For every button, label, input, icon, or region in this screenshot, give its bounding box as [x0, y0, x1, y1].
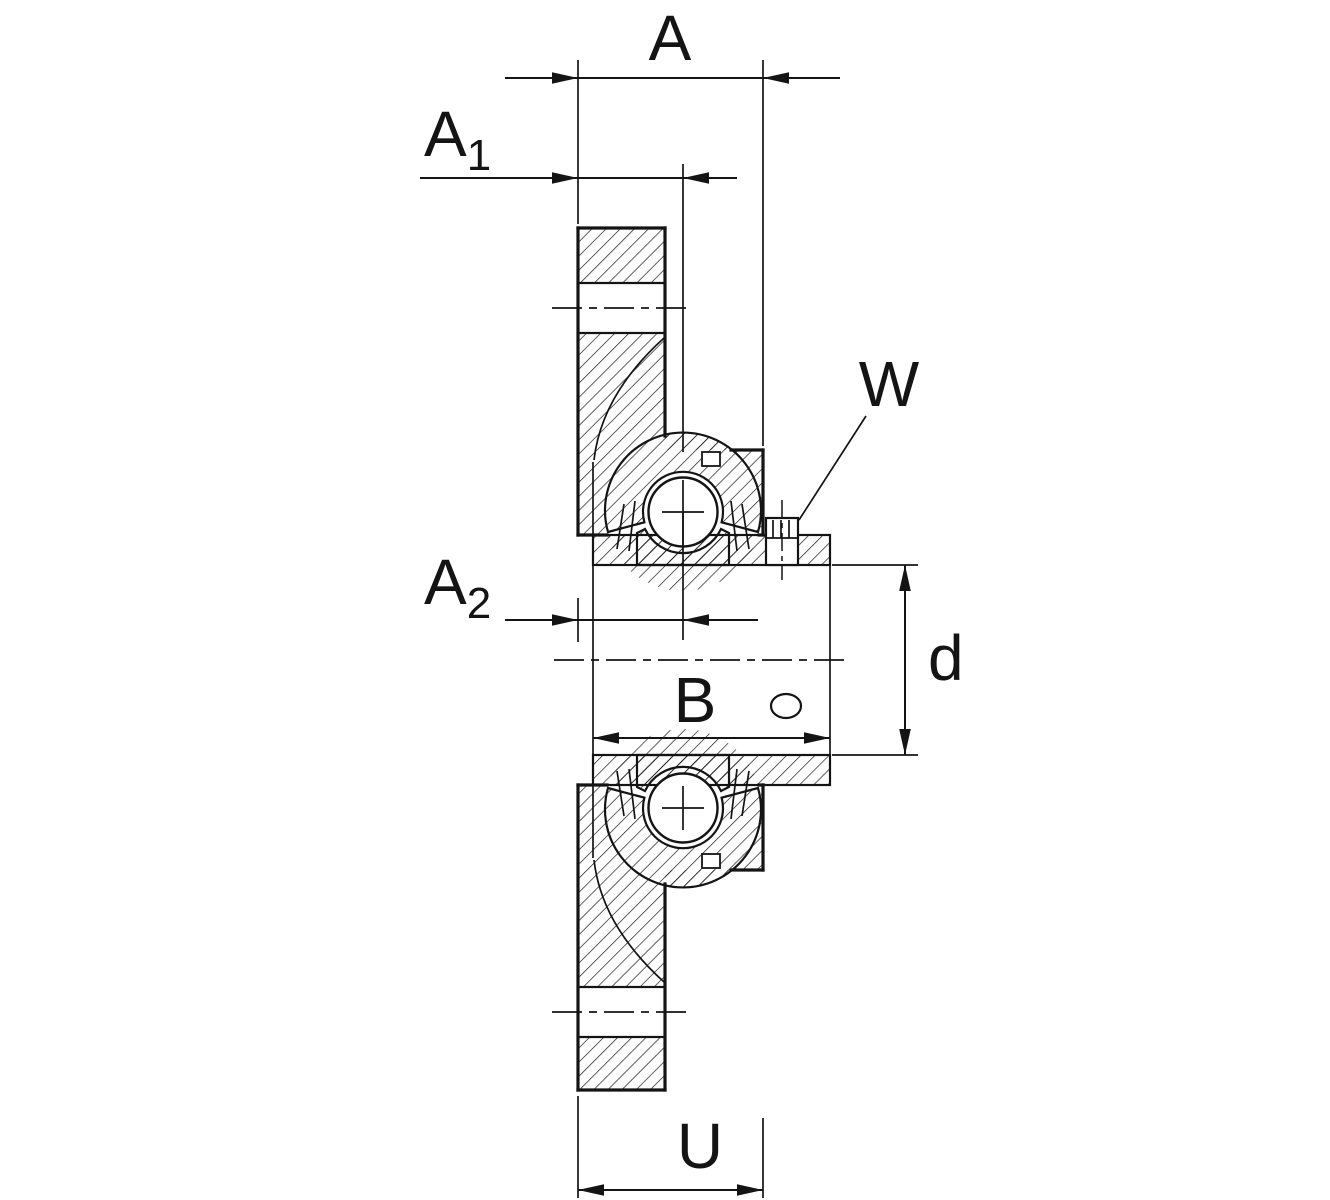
seal-lines-upper [616, 500, 750, 552]
arrowhead [552, 614, 578, 626]
arrowhead [552, 172, 578, 184]
set-screw-hole-far-side [769, 692, 803, 720]
inner-ring-raceway-lower [635, 753, 731, 793]
inner-ring-raceway-upper [635, 527, 731, 567]
outer-ring-stop-notch-upper [701, 451, 721, 467]
arrowhead [804, 732, 830, 744]
dim-label-B: B [674, 664, 717, 736]
dim-label-W: W [859, 348, 920, 420]
arrowhead [899, 729, 911, 755]
set-screw [764, 500, 800, 580]
leader-line [798, 415, 867, 521]
dimension-A2: A2 [424, 512, 758, 642]
outer-ring-stop-notch-lower [701, 853, 721, 869]
dimension-U: U [577, 1096, 764, 1198]
arrowhead [552, 72, 578, 84]
dim-label-U: U [677, 1110, 723, 1182]
dimension-d: d [832, 564, 964, 756]
callout-W: W [798, 348, 920, 521]
arrowhead [763, 72, 789, 84]
casting-contour-lower [593, 859, 665, 983]
outer-ring-upper [603, 431, 763, 534]
set-screw-thread-lines [766, 520, 798, 539]
seal-lines-lower [616, 768, 750, 820]
bearing-lower [603, 768, 763, 889]
arrowhead [737, 1184, 763, 1196]
arrowhead [578, 1184, 604, 1196]
arrowhead [899, 565, 911, 591]
dimension-A: A [505, 2, 840, 446]
dim-label-A2: A2 [424, 546, 491, 628]
arrowhead [593, 732, 619, 744]
dim-label-A: A [649, 2, 692, 74]
outer-ring-lower [603, 786, 763, 889]
dimension-A1: A1 [420, 98, 737, 452]
casting-contour-upper [593, 337, 665, 461]
arrowhead [683, 172, 709, 184]
dim-label-d: d [928, 622, 964, 694]
dimension-B: B [593, 664, 830, 744]
dim-label-A1: A1 [424, 98, 491, 180]
arrowhead [683, 614, 709, 626]
